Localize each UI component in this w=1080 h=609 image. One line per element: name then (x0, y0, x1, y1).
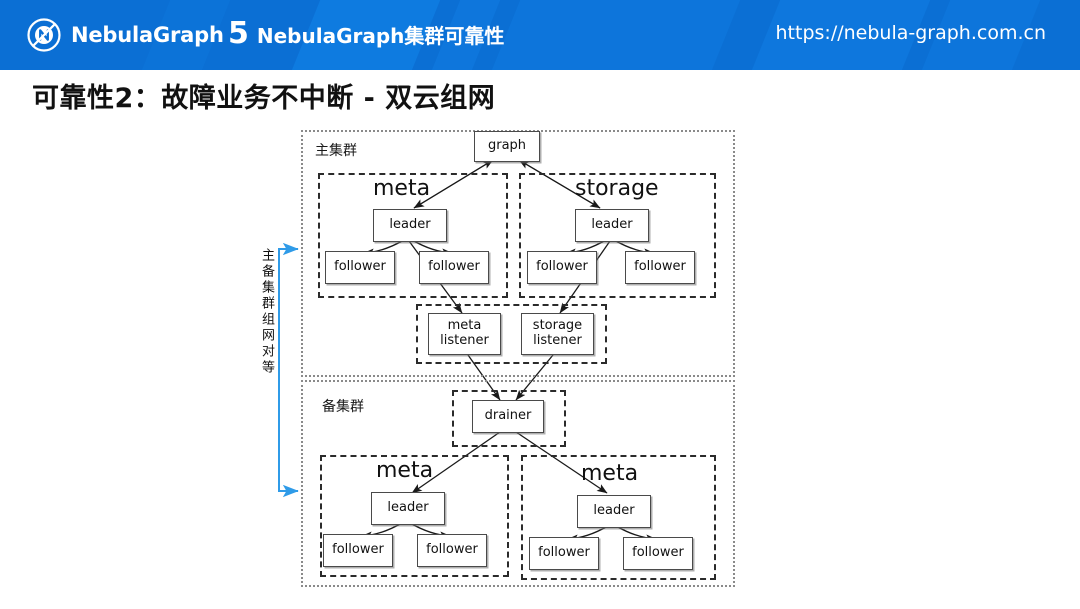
standby-meta-group-right-title: meta (581, 461, 639, 486)
primary-meta-follower-1[interactable]: follower (325, 251, 395, 284)
standby-meta-group-left (320, 455, 509, 577)
primary-listeners-group (416, 304, 607, 364)
nebulagraph-circle-n-logo-icon (26, 17, 62, 53)
primary-meta-group-title: meta (373, 176, 431, 201)
node-graph[interactable]: graph (474, 131, 540, 162)
storage-listener-node[interactable]: storage listener (521, 313, 594, 355)
primary-meta-leader[interactable]: leader (373, 209, 447, 242)
brand-logo: NebulaGraph (26, 17, 224, 53)
primary-storage-leader[interactable]: leader (575, 209, 649, 242)
header-section-title: 5 NebulaGraph集群可靠性 (228, 16, 504, 51)
peer-network-annotation: 主备集群组网对等 (259, 248, 274, 376)
section-title-text: NebulaGraph集群可靠性 (256, 24, 505, 48)
standby-left-meta-follower-1[interactable]: follower (323, 534, 393, 567)
slide-title: 可靠性2：故障业务不中断 - 双云组网 (32, 83, 496, 114)
meta-listener-node[interactable]: meta listener (428, 313, 501, 355)
standby-right-meta-follower-2[interactable]: follower (623, 537, 693, 570)
standby-meta-group-left-title: meta (376, 458, 434, 483)
primary-cluster-label: 主集群 (315, 143, 357, 159)
brand-logo-text: NebulaGraph (71, 23, 224, 47)
drainer-group (452, 390, 566, 447)
standby-right-meta-leader[interactable]: leader (577, 495, 651, 528)
primary-storage-follower-1[interactable]: follower (527, 251, 597, 284)
primary-storage-group (519, 173, 716, 298)
primary-storage-follower-2[interactable]: follower (625, 251, 695, 284)
section-number: 5 (228, 16, 249, 51)
standby-cluster-label: 备集群 (322, 399, 364, 415)
primary-meta-follower-2[interactable]: follower (419, 251, 489, 284)
standby-cluster-container (301, 380, 735, 587)
standby-right-meta-follower-1[interactable]: follower (529, 537, 599, 570)
node-drainer[interactable]: drainer (472, 400, 544, 433)
standby-left-meta-leader[interactable]: leader (371, 492, 445, 525)
standby-left-meta-follower-2[interactable]: follower (417, 534, 487, 567)
primary-storage-group-title: storage (575, 176, 659, 201)
standby-meta-group-right (521, 455, 716, 580)
page-header: NebulaGraph 5 NebulaGraph集群可靠性 https://n… (0, 0, 1080, 70)
header-website-url[interactable]: https://nebula-graph.com.cn (775, 22, 1046, 44)
primary-meta-group (318, 173, 508, 298)
